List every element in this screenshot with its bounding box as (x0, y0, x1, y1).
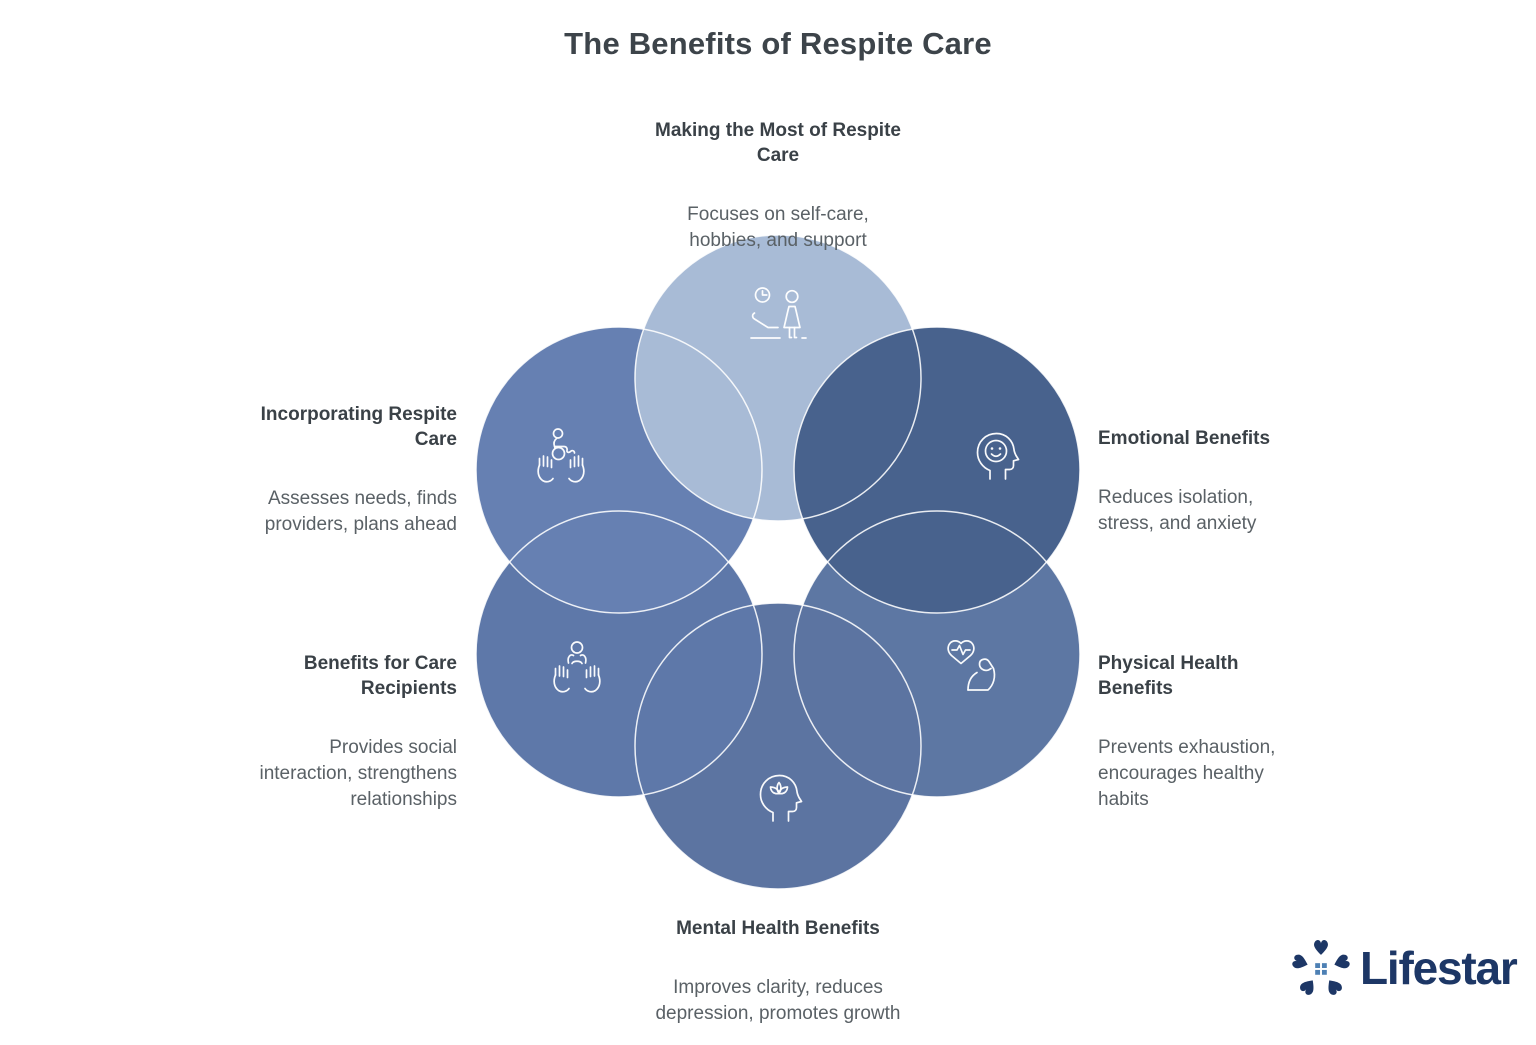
node-description: Prevents exhaustion, encourages healthy … (1098, 737, 1276, 810)
node-text-emotional: Emotional Benefits Reduces isolation, st… (1098, 408, 1348, 555)
held-person-icon (553, 641, 601, 693)
node-text-physical: Physical Health Benefits Prevents exhaus… (1098, 633, 1348, 831)
relax-time-icon (750, 287, 807, 339)
node-text-care-recipients: Benefits for Care Recipients Provides so… (197, 633, 457, 831)
right-hand (584, 665, 601, 693)
circle-emotional (794, 327, 1080, 613)
right-hand (568, 455, 585, 483)
node-text-incorporating: Incorporating Respite Care Assesses need… (197, 384, 457, 556)
wheelchair-care-icon (537, 428, 585, 483)
smiling-head-icon (976, 432, 1020, 480)
node-text-making-most: Making the Most of Respite Care Focuses … (578, 100, 978, 272)
house-window-icon (1315, 963, 1327, 975)
node-label: Physical Health Benefits (1098, 653, 1239, 699)
lifestar-logo-icon (1292, 939, 1350, 995)
lifestar-logo-text: Lifestar (1360, 942, 1518, 994)
node-description: Assesses needs, finds providers, plans a… (264, 488, 457, 535)
heart-muscle-icon (947, 640, 996, 691)
node-label: Mental Health Benefits (676, 918, 880, 939)
node-description: Provides social interaction, strengthens… (259, 737, 457, 810)
node-label: Benefits for Care Recipients (303, 653, 457, 699)
node-label: Making the Most of Respite Care (655, 120, 901, 166)
node-description: Focuses on self-care, hobbies, and suppo… (687, 204, 869, 251)
node-description: Reduces isolation, stress, and anxiety (1098, 487, 1257, 534)
node-label: Emotional Benefits (1098, 428, 1271, 449)
mindful-head-icon (759, 774, 803, 822)
node-text-mental: Mental Health Benefits Improves clarity,… (578, 898, 978, 1045)
left-hand (553, 665, 570, 693)
lifestar-logo: Lifestar (1290, 936, 1518, 1000)
page-title: The Benefits of Respite Care (564, 26, 992, 61)
circle-outlines (475, 234, 1081, 890)
venn-flower-diagram (475, 234, 1081, 890)
heart-petals (1292, 939, 1350, 995)
node-description: Improves clarity, reduces depression, pr… (655, 977, 901, 1024)
node-label: Incorporating Respite Care (260, 404, 457, 450)
left-hand (537, 455, 554, 483)
infographic-canvas: The Benefits of Respite Care (197, 26, 1518, 1024)
